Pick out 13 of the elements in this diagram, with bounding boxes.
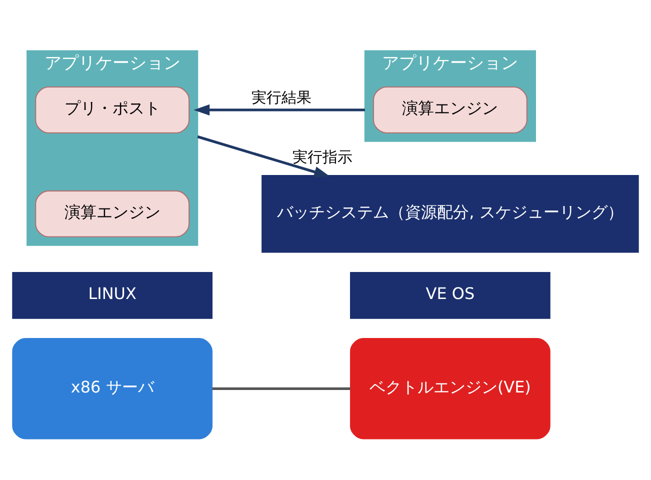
node-box: バッチシステム（資源配分, スケジューリング） xyxy=(262,174,639,252)
node-box: LINUX xyxy=(12,271,213,318)
arrow xyxy=(194,104,365,116)
connector xyxy=(212,386,350,390)
edge-label: 実行結果 xyxy=(251,88,312,106)
arrow xyxy=(197,134,330,177)
node-box: 演算エンジン xyxy=(372,86,528,133)
node-box: x86 サーバ xyxy=(12,338,213,439)
node-box: 演算エンジン xyxy=(35,190,190,237)
node-box: VE OS xyxy=(350,271,550,318)
node-box: プリ・ポスト xyxy=(35,86,190,133)
node-box: ベクトルエンジン(VE) xyxy=(350,338,550,439)
edge-label: 実行指示 xyxy=(292,147,352,166)
